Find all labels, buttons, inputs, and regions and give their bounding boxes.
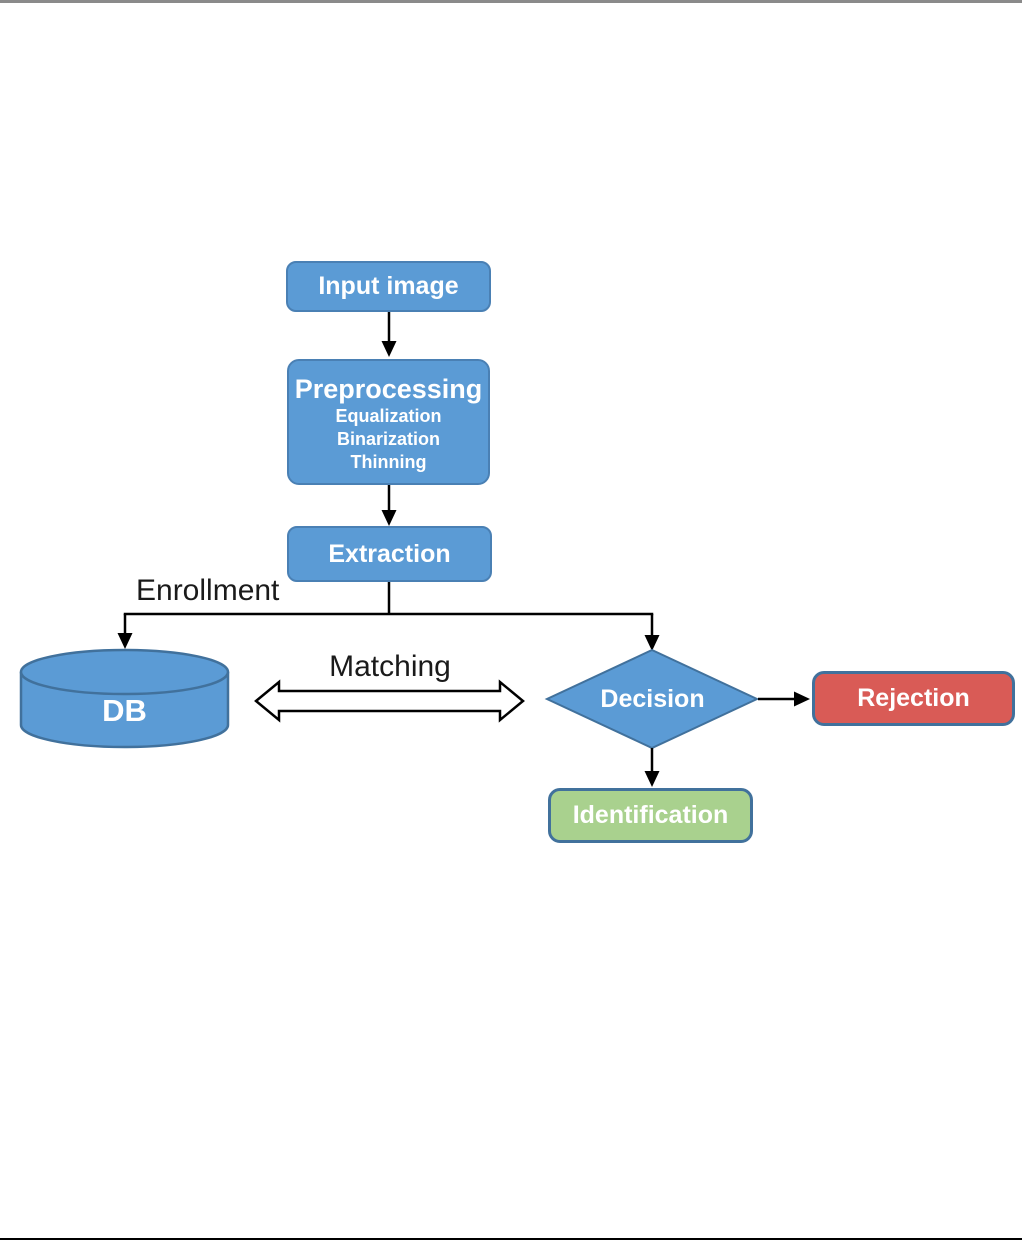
enrollment-edge-label: Enrollment	[136, 574, 280, 607]
arrow-input-to-preprocessing	[381, 312, 397, 357]
preprocessing-subitem-equalization: Equalization	[335, 405, 442, 426]
preprocessing-label: Preprocessing	[294, 373, 483, 404]
input-image-label: Input image	[318, 272, 459, 300]
matching-edge-label: Matching	[329, 650, 451, 683]
rejection-node: Rejection	[812, 671, 1015, 726]
arrow-decision-to-identification	[644, 748, 660, 787]
top-rule-divider	[0, 0, 1022, 3]
arrow-preprocessing-to-extraction	[381, 485, 397, 526]
arrow-decision-to-rejection	[758, 691, 810, 707]
arrow-branch-to-decision	[644, 614, 660, 651]
decision-diamond-shape	[544, 648, 760, 750]
preprocessing-subitem-binarization: Binarization	[336, 428, 440, 449]
identification-node: Identification	[548, 788, 753, 843]
db-cylinder-shape	[19, 648, 230, 749]
extraction-label: Extraction	[328, 539, 451, 568]
identification-label: Identification	[572, 801, 729, 829]
bottom-rule-divider	[0, 1238, 1022, 1240]
matching-double-arrow	[254, 679, 525, 723]
rejection-label: Rejection	[857, 684, 970, 712]
preprocessing-node: Preprocessing Equalization Binarization …	[287, 359, 490, 485]
extraction-node: Extraction	[287, 526, 492, 582]
input-image-node: Input image	[286, 261, 491, 312]
preprocessing-subitem-thinning: Thinning	[350, 451, 427, 472]
connector-extraction-branch	[123, 582, 654, 616]
arrow-branch-to-db	[117, 614, 133, 649]
